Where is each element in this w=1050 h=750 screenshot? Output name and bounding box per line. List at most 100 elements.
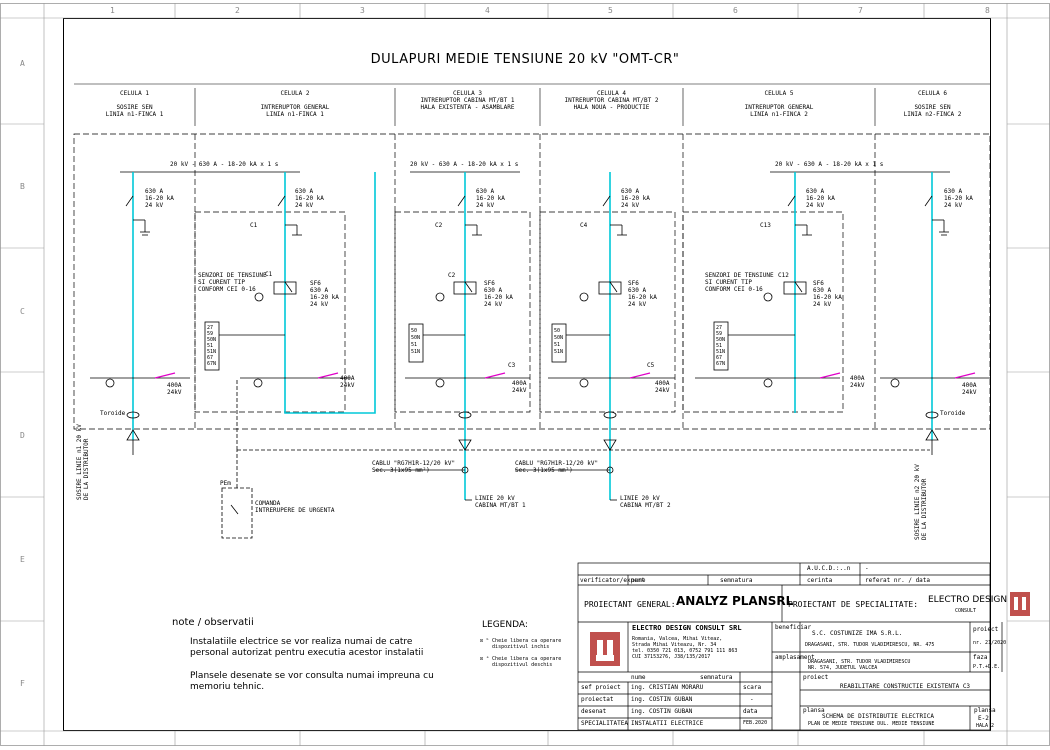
tb-beneficiar: S.C. COSTUNIZE IMA S.R.L. xyxy=(812,630,903,637)
tb-amplasament2: NR. 574, JUDETUL VALCEA xyxy=(808,665,878,671)
key-icon: ⊡ ᵃ xyxy=(480,656,490,662)
busbar-right-label: 20 kV - 630 A - 18-20 kA x 1 s xyxy=(775,161,884,168)
tb-verificator: verificator/expert xyxy=(580,577,646,584)
tb-plansa-label: plansa xyxy=(803,707,825,714)
tb-proiect2-label: proiect xyxy=(803,674,829,681)
grid-row-a: A xyxy=(20,59,25,68)
tb-proiect-val: nr. 21/2020 xyxy=(973,640,1007,646)
tb-nume: nume xyxy=(631,577,646,584)
tb-amplasament-label: amplasament xyxy=(775,654,815,661)
tag-c4: C4 xyxy=(580,222,588,229)
tb-role-4: SPECIALITATEA xyxy=(581,720,628,727)
tb-plansa2: PLAN DE MEDIE TENSIUNE DUL. MEDIE TENSIU… xyxy=(808,721,935,727)
tb-proiect-label: proiect xyxy=(973,626,999,633)
cable-label-2: CABLU "RG7H1R-12/20 kV"Sec. 3(1x95 mm²) xyxy=(515,460,599,474)
grid-col-3: 3 xyxy=(360,6,365,15)
tb-plansa-nr: E-2 xyxy=(978,715,989,722)
tb-ed-brand: ELECTRO DESIGN xyxy=(928,595,1008,605)
tag-c2-upper: C2 xyxy=(435,222,443,229)
company-logo xyxy=(590,632,620,666)
tb-aucd-val: - xyxy=(865,565,869,572)
pem-label: PEm xyxy=(220,480,231,487)
grid-row-c: C xyxy=(20,307,25,316)
note-2: Plansele desenate se vor consulta numai … xyxy=(190,671,434,692)
tb-role-3: desenat xyxy=(581,708,607,715)
tb-scara-val: - xyxy=(750,696,754,703)
electro-design-logo xyxy=(1010,592,1030,616)
tb-nume2: nume xyxy=(631,674,646,681)
tb-company: ELECTRO DESIGN CONSULT SRL xyxy=(632,624,742,632)
tb-company-lines: Romania, Valcea, Mihai Viteaz,Strada Mih… xyxy=(632,636,738,660)
tag-c1-upper: C1 xyxy=(250,222,258,229)
key-icon: ⊡ ᵇ xyxy=(480,638,490,644)
tb-ed-sub: CONSULT xyxy=(955,608,977,614)
tb-scara-label: scara xyxy=(743,684,762,691)
grid-col-5: 5 xyxy=(608,6,613,15)
grid-row-e: E xyxy=(20,555,25,564)
tb-faza-label: faza xyxy=(973,654,988,661)
tag-c5: C5 xyxy=(647,362,655,369)
tag-c13: C13 xyxy=(760,222,771,229)
grid-col-8: 8 xyxy=(985,6,990,15)
notes-title: note / observatii xyxy=(172,617,254,628)
tb-plansa1: SCHEMA DE DISTRIBUTIE ELECTRICA xyxy=(822,713,934,720)
tb-plansa-nr-label: plansa xyxy=(974,707,996,714)
tb-semnatura: semnatura xyxy=(720,577,753,584)
tb-semnatura2: semnatura xyxy=(700,674,733,681)
legend-title: LEGENDA: xyxy=(482,620,528,630)
tb-amplasament: DRAGASANI, STR. TUDOR VLADIMIRESCU xyxy=(808,659,911,665)
tb-proiectant-spec-label: PROIECTANT DE SPECIALITATE: xyxy=(788,600,919,609)
toroid-label-1: Toroide xyxy=(100,410,126,417)
tag-c2: C2 xyxy=(448,272,456,279)
tag-c12: C12 xyxy=(778,272,789,279)
grid-col-1: 1 xyxy=(110,6,115,15)
tb-beneficiar-label: beneficiar xyxy=(775,624,812,631)
tb-role-2: proiectat xyxy=(581,696,614,703)
tb-aucd: A.U.C.D.:..n xyxy=(807,565,851,572)
grid-row-d: D xyxy=(20,431,25,440)
tb-referat: referat nr. / data xyxy=(865,577,931,584)
tb-cerinta: cerinta xyxy=(807,577,833,584)
tb-beneficiar2: DRAGASANI, STR. TUDOR VLADIMIRESCU, NR. … xyxy=(805,642,935,648)
tag-c3: C3 xyxy=(508,362,516,369)
grid-row-f: F xyxy=(20,679,25,688)
tb-data-label: data xyxy=(743,708,758,715)
grid-col-2: 2 xyxy=(235,6,240,15)
tag-c1: C1 xyxy=(265,271,273,278)
tb-faza-val: P.T.+D.E. xyxy=(973,664,1001,670)
tb-name-4: INSTALATII ELECTRICE xyxy=(631,720,704,727)
cable-label-1: CABLU "RG7H1R-12/20 kV"Sec. 3(1x95 mm²) xyxy=(372,460,456,474)
tb-role-1: sef proiect xyxy=(581,684,621,691)
tb-proiectant-general: ANALYZ PLANSRL xyxy=(676,594,794,608)
grid-col-4: 4 xyxy=(485,6,490,15)
tb-name-1: ing. CRISTIAN MORARU xyxy=(631,684,704,691)
